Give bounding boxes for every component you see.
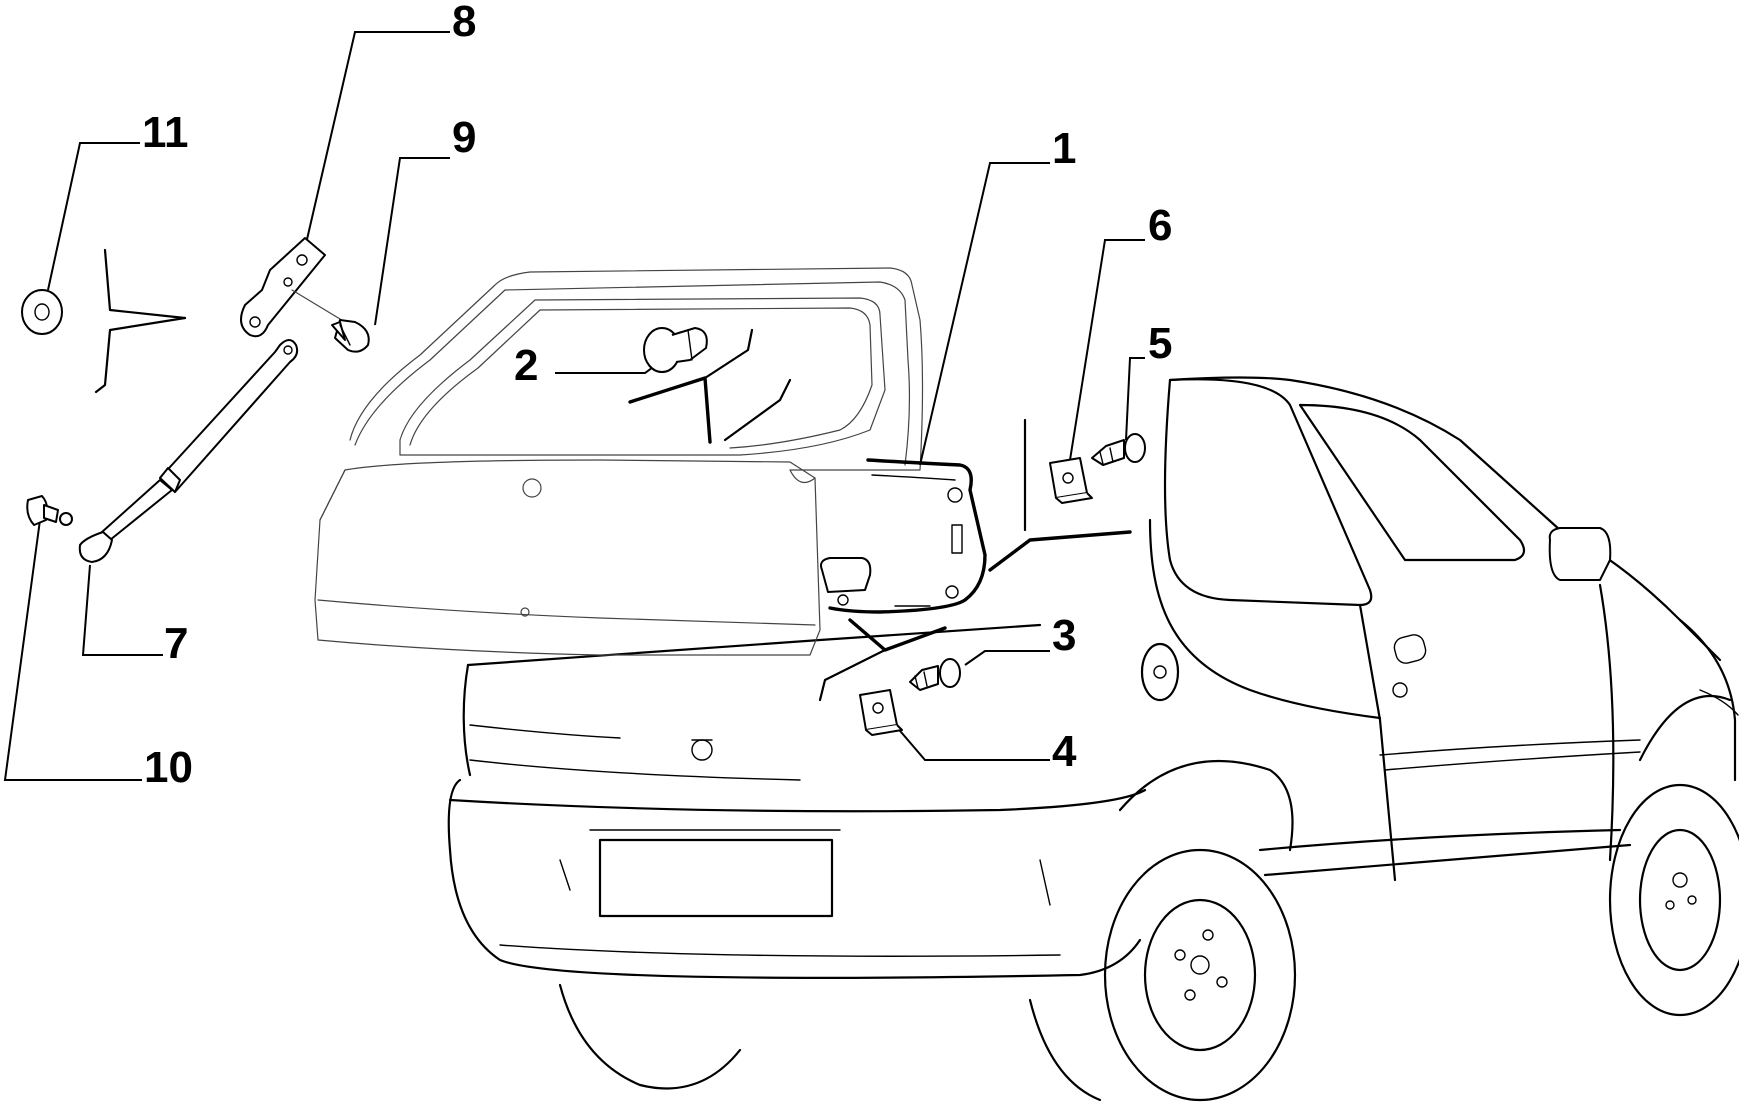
- callout-1: 1: [1052, 124, 1076, 173]
- part-11-washer: [21, 289, 63, 335]
- part-9-screw: [331, 319, 370, 353]
- car-body: [447, 376, 1739, 1102]
- callout-10: 10: [144, 743, 193, 792]
- part-7-gas-strut: [78, 339, 299, 563]
- callout-11: 11: [142, 108, 189, 157]
- callout-4: 4: [1052, 727, 1077, 776]
- part-10-ball-stud: [26, 495, 73, 526]
- callout-numbers: 1 2 3 4 5 6 7 8 9 10 11: [142, 0, 1172, 792]
- callout-3: 3: [1052, 611, 1076, 660]
- part-2-rubber-stop: [643, 327, 708, 373]
- part-6-clip-nut: [1049, 457, 1093, 504]
- leader-lines: [3, 31, 1145, 781]
- part-3-screw: [909, 658, 961, 691]
- callout-5: 5: [1148, 319, 1172, 368]
- callout-7: 7: [164, 619, 188, 668]
- part-4-clip-nut: [859, 689, 903, 736]
- callout-6: 6: [1148, 201, 1172, 250]
- tailgate-glass: [314, 267, 924, 656]
- callout-8: 8: [452, 0, 476, 46]
- part-5-screw: [1091, 433, 1146, 466]
- callout-9: 9: [452, 113, 476, 162]
- part-1-trim-panel: [820, 458, 987, 614]
- callout-2: 2: [514, 341, 538, 390]
- part-8-bracket: [240, 237, 346, 338]
